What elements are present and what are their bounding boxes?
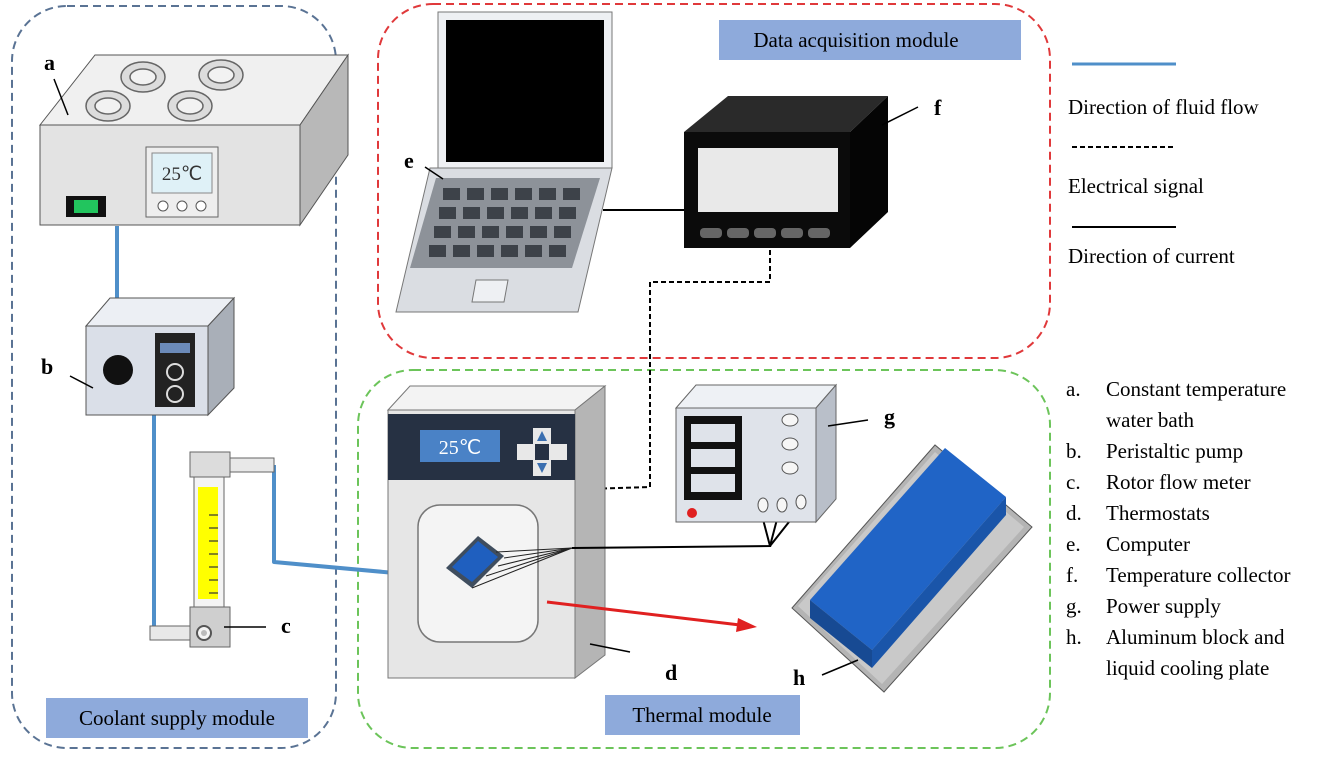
- label-h: h: [793, 665, 805, 690]
- component-name-g: Power supply: [1106, 594, 1221, 618]
- thermostat-display-text: 25℃: [439, 437, 481, 459]
- thermocouple-wires: [471, 547, 573, 589]
- component-name-h: Aluminum block and: [1106, 625, 1285, 649]
- coolant-module-label: Coolant supply module: [46, 698, 308, 738]
- component-name-b: Peristaltic pump: [1106, 439, 1243, 463]
- laptop-keys: [429, 188, 580, 257]
- bath-knobs: [157, 200, 207, 212]
- thermal-module-label-text: Thermal module: [632, 703, 771, 727]
- component-key-g: g.: [1066, 594, 1082, 618]
- power-supply: [674, 383, 838, 524]
- bath-display: [151, 152, 213, 194]
- legend-fluid-text: Direction of fluid flow: [1068, 95, 1260, 119]
- acquisition-module-border: [377, 3, 1051, 359]
- water-bath: 25℃: [38, 53, 349, 227]
- acquisition-module-label: Data acquisition module: [719, 20, 1021, 60]
- collector-buttons: [700, 228, 830, 238]
- component-name-a: Constant temperature: [1106, 377, 1286, 401]
- power-indicator: [687, 508, 697, 518]
- label-d: d: [665, 660, 677, 685]
- legend: Direction of fluid flow Electrical signa…: [1068, 62, 1260, 268]
- component-name-f: Temperature collector: [1106, 563, 1291, 587]
- coolant-module-label-text: Coolant supply module: [79, 706, 275, 730]
- bath-display-text: 25℃: [162, 164, 202, 185]
- component-name-a-line2: water bath: [1106, 408, 1195, 432]
- thermal-module-label: Thermal module: [605, 695, 800, 735]
- component-key-c: c.: [1066, 470, 1081, 494]
- component-name-h-line2: liquid cooling plate: [1106, 656, 1269, 680]
- power-supply-knobs: [757, 413, 807, 513]
- laptop-screen: [446, 20, 604, 162]
- acquisition-module-label-text: Data acquisition module: [753, 28, 958, 52]
- thermostat-display: [420, 430, 500, 462]
- temperature-collector: [684, 96, 888, 248]
- component-key-b: b.: [1066, 439, 1082, 463]
- bath-rings: [85, 59, 244, 122]
- thermal-module-border: [357, 369, 1051, 749]
- component-name-e: Computer: [1106, 532, 1190, 556]
- laptop: [395, 11, 613, 313]
- peristaltic-pump: [84, 296, 236, 417]
- collector-screen: [698, 148, 838, 212]
- component-key-e: e.: [1066, 532, 1081, 556]
- legend-signal-text: Electrical signal: [1068, 174, 1204, 198]
- component-name-d: Thermostats: [1106, 501, 1210, 525]
- thermostat-dpad: [517, 428, 567, 476]
- label-b: b: [41, 354, 53, 379]
- component-name-c: Rotor flow meter: [1106, 470, 1251, 494]
- label-e: e: [404, 148, 414, 173]
- test-sample: [446, 536, 504, 588]
- component-key-d: d.: [1066, 501, 1082, 525]
- leader-lines: [53, 78, 919, 676]
- label-f: f: [934, 95, 942, 120]
- red-arrow: [546, 600, 757, 632]
- component-key-f: f.: [1066, 563, 1078, 587]
- component-list: a. Constant temperature water bath b. Pe…: [1066, 377, 1291, 680]
- component-key-h: h.: [1066, 625, 1082, 649]
- rotor-flow-meter: [149, 451, 275, 648]
- coolant-module-border: [11, 5, 337, 749]
- laptop-touchpad: [471, 279, 509, 303]
- component-key-a: a.: [1066, 377, 1081, 401]
- cooling-plate-assembly: [791, 444, 1033, 693]
- flow-meter-level: [198, 487, 218, 599]
- label-c: c: [281, 613, 291, 638]
- label-a: a: [44, 50, 55, 75]
- label-g: g: [884, 404, 895, 429]
- pump-head: [103, 355, 133, 385]
- legend-current-text: Direction of current: [1068, 244, 1235, 268]
- thermostat-chamber: 25℃: [386, 384, 607, 680]
